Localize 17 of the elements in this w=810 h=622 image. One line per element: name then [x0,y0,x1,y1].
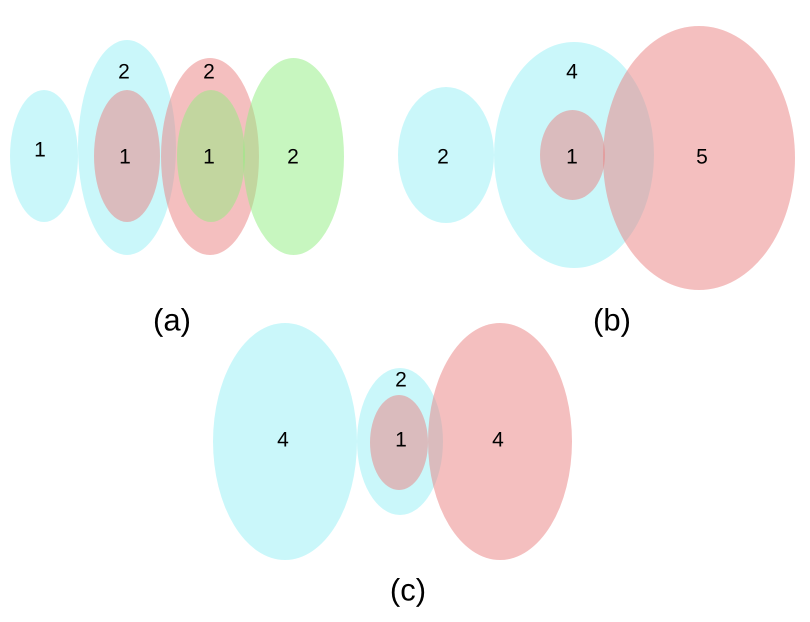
region-count: 1 [566,146,578,168]
panel-label: (a) [153,304,191,336]
panel-label: (c) [390,574,426,606]
region-count: 5 [696,146,708,168]
region-count: 2 [287,146,299,168]
region-count: 2 [395,370,407,390]
region-count: 2 [203,62,215,82]
region-count: 1 [395,430,407,450]
region-count: 2 [118,62,130,82]
region-count: 4 [277,430,289,450]
panel-label: (b) [593,304,631,336]
region-count: 1 [34,140,46,160]
region-count: 4 [566,62,578,82]
region-count: 1 [119,146,131,168]
region-count: 1 [203,146,215,168]
region-count: 4 [492,430,504,450]
region-count: 2 [437,146,449,168]
